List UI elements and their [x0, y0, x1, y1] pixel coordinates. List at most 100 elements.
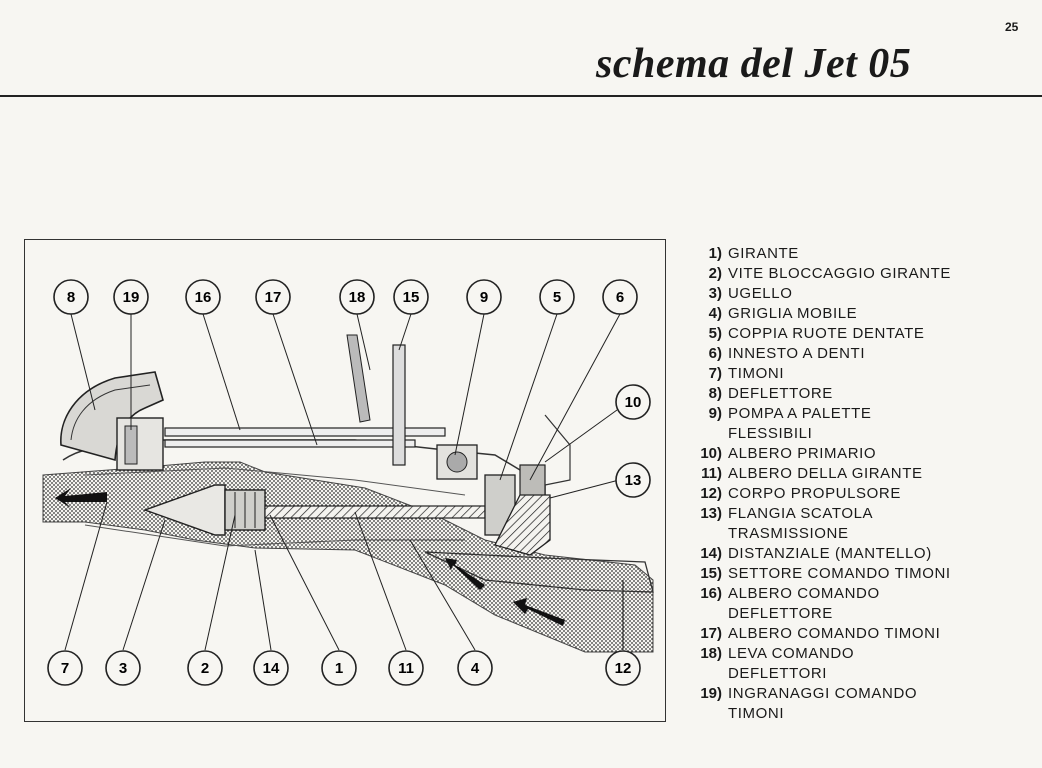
legend-number: 13): [700, 505, 722, 522]
callout-5: 5: [539, 279, 575, 315]
legend-item: 1) GIRANTE: [686, 244, 1036, 264]
svg-text:15: 15: [403, 289, 420, 306]
legend-text: FLANGIA SCATOLA TRASMISSIONE: [728, 505, 874, 542]
svg-text:11: 11: [398, 660, 414, 677]
legend-number: 4): [708, 305, 722, 322]
legend-text: GIRANTE: [728, 245, 799, 262]
callout-17: 17: [255, 279, 291, 315]
legend-number: 19): [700, 685, 722, 702]
legend-item: 5) COPPIA RUOTE DENTATE: [686, 324, 1036, 344]
legend-item: 8) DEFLETTORE: [686, 384, 1036, 404]
deflector-control-shaft: [164, 427, 446, 437]
rudder-lever: [346, 334, 371, 423]
svg-text:7: 7: [61, 660, 69, 677]
page-number: 25: [1005, 20, 1019, 34]
legend-item: 3) UGELLO: [686, 284, 1036, 304]
svg-text:8: 8: [67, 289, 75, 306]
transmission-flange: [494, 494, 551, 556]
svg-text:19: 19: [123, 289, 140, 306]
svg-text:3: 3: [119, 660, 127, 677]
legend-number: 14): [700, 545, 722, 562]
svg-text:18: 18: [349, 289, 366, 306]
callout-2: 2: [187, 650, 223, 686]
legend-item: 18) LEVA COMANDO DEFLETTORI: [686, 644, 1036, 684]
callout-8: 8: [53, 279, 89, 315]
legend-text: COPPIA RUOTE DENTATE: [728, 325, 925, 342]
callout-19: 19: [113, 279, 149, 315]
rudder-control-shaft: [164, 439, 416, 448]
legend-text: POMPA A PALETTE FLESSIBILI: [728, 405, 872, 442]
flow-arrow: [55, 488, 107, 508]
legend-text: ALBERO COMANDO DEFLETTORE: [728, 585, 880, 622]
svg-text:16: 16: [195, 289, 212, 306]
legend-item: 15) SETTORE COMANDO TIMONI: [686, 564, 1036, 584]
callout-18: 18: [339, 279, 375, 315]
impeller-shaft: [264, 505, 486, 519]
legend-item: 17)ALBERO COMANDO TIMONI: [686, 624, 1036, 644]
legend-number: 3): [708, 285, 722, 302]
legend-text: ALBERO DELLA GIRANTE: [728, 465, 923, 482]
jet-cross-section: 8 19 16 17 18 15 9 5 6 10 13 7 3 2 14 1 …: [42, 279, 654, 686]
page-title: schema del Jet 05: [596, 41, 912, 87]
legend-text: DISTANZIALE (MANTELLO): [728, 545, 932, 562]
legend-text: SETTORE COMANDO TIMONI: [728, 565, 951, 582]
callout-4: 4: [457, 650, 493, 686]
flow-arrow: [513, 598, 565, 626]
legend-item: 7) TIMONI: [686, 364, 1036, 384]
legend-item: 12)CORPO PROPULSORE: [686, 484, 1036, 504]
legend-item: 6) INNESTO A DENTI: [686, 344, 1036, 364]
svg-text:12: 12: [615, 660, 632, 677]
callout-3: 3: [105, 650, 141, 686]
flow-arrow: [445, 558, 485, 590]
callout-10: 10: [615, 384, 651, 420]
propulsion-body: [424, 551, 654, 593]
callout-1: 1: [321, 650, 357, 686]
gear-housing: [116, 417, 164, 471]
legend-number: 18): [700, 645, 722, 662]
legend-item: 14) DISTANZIALE (MANTELLO): [686, 544, 1036, 564]
jet-diagram: 8 19 16 17 18 15 9 5 6 10 13 7 3 2 14 1 …: [24, 239, 666, 722]
legend-text: LEVA COMANDO DEFLETTORI: [728, 645, 855, 682]
parts-legend: 1) GIRANTE 2) VITE BLOCCAGGIO GIRANTE 3) UG…: [686, 244, 1036, 724]
legend-number: 7): [708, 365, 722, 382]
legend-number: 10): [700, 445, 722, 462]
legend-number: 6): [708, 345, 722, 362]
legend-text: VITE BLOCCAGGIO GIRANTE: [728, 265, 952, 282]
legend-number: 1): [708, 245, 722, 262]
legend-text: UGELLO: [728, 285, 793, 302]
legend-item: 10) ALBERO PRIMARIO: [686, 444, 1036, 464]
legend-text: TIMONI: [728, 365, 785, 382]
legend-text: DEFLETTORE: [728, 385, 833, 402]
callout-11: 11: [388, 650, 424, 686]
callout-7: 7: [47, 650, 83, 686]
legend-item: 4)GRIGLIA MOBILE: [686, 304, 1036, 324]
svg-text:17: 17: [265, 289, 282, 306]
svg-text:2: 2: [201, 660, 209, 677]
legend-number: 16): [700, 585, 722, 602]
legend-text: INNESTO A DENTI: [728, 345, 866, 362]
svg-text:14: 14: [263, 660, 280, 677]
legend-number: 5): [708, 325, 722, 342]
legend-item: 19) INGRANAGGI COMANDO TIMONI: [686, 684, 1036, 724]
svg-text:5: 5: [553, 289, 561, 306]
legend-item: 11)ALBERO DELLA GIRANTE: [686, 464, 1036, 484]
legend-text: ALBERO PRIMARIO: [728, 445, 877, 462]
svg-text:10: 10: [625, 394, 642, 411]
legend-number: 8): [708, 385, 722, 402]
legend-item: 9) POMPA A PALETTE FLESSIBILI: [686, 404, 1036, 444]
callout-12: 12: [605, 650, 641, 686]
legend-text: INGRANAGGI COMANDO TIMONI: [728, 685, 918, 722]
legend-number: 15): [700, 565, 722, 582]
legend-text: ALBERO COMANDO TIMONI: [728, 625, 941, 642]
svg-text:6: 6: [616, 289, 624, 306]
rudder-sector: [392, 344, 406, 466]
header-rule: [0, 95, 1042, 97]
legend-item: 13) FLANGIA SCATOLA TRASMISSIONE: [686, 504, 1036, 544]
legend-text: CORPO PROPULSORE: [728, 485, 901, 502]
legend-number: 2): [708, 265, 722, 282]
callout-6: 6: [602, 279, 638, 315]
callout-13: 13: [615, 462, 651, 498]
svg-text:1: 1: [335, 660, 343, 677]
callout-16: 16: [185, 279, 221, 315]
legend-number: 9): [708, 405, 722, 422]
